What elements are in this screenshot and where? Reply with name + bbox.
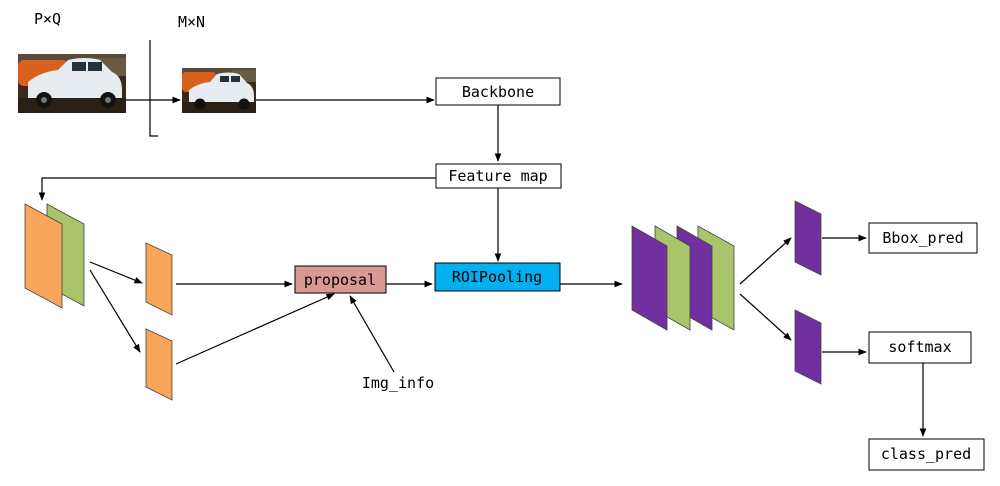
proposal-label: proposal: [304, 271, 376, 289]
softmax-node: softmax: [868, 331, 972, 364]
edge-rpn-to-lower-branch: [89, 269, 141, 353]
edge-rpn-to-upper-branch: [89, 261, 143, 284]
resized-size-label: M×N: [178, 13, 205, 31]
resize-bracket: [149, 40, 158, 137]
rpn-cls-branch-map: [145, 242, 173, 316]
rpn-feature-stack: [24, 203, 85, 309]
bbox-pred-node: Bbox_pred: [868, 222, 978, 254]
bbox-pred-label: Bbox_pred: [882, 229, 963, 247]
pooled-feature-stack: [631, 225, 735, 331]
feature-map-label: Feature map: [448, 167, 547, 185]
original-car-image: [18, 54, 126, 113]
roipooling-label: ROIPooling: [452, 268, 542, 286]
proposal-node: proposal: [294, 265, 387, 294]
edge-pooled-to-cls-head: [739, 293, 792, 341]
backbone-node: Backbone: [435, 77, 561, 106]
feature-map-node: Feature map: [435, 163, 562, 189]
rpn-feature-orange: [24, 203, 63, 309]
class-pred-label: class_pred: [881, 445, 971, 463]
original-size-label: P×Q: [34, 10, 61, 28]
img-info-label: Img_info: [362, 374, 434, 392]
resized-car-image: [182, 68, 256, 113]
edge-pooled-to-bbox-head: [739, 237, 792, 285]
rpn-reg-branch-map: [145, 328, 173, 401]
edge-lower-branch-to-proposal: [175, 293, 335, 365]
roipooling-node: ROIPooling: [434, 262, 561, 292]
softmax-label: softmax: [888, 338, 951, 356]
bbox-head-map: [794, 200, 822, 276]
edge-feature-map-to-rpn: [38, 177, 436, 201]
edge-img-info-to-proposal: [349, 295, 395, 373]
class-pred-node: class_pred: [868, 438, 985, 471]
pooled-feature-1: [631, 225, 668, 331]
cls-head-map: [794, 309, 822, 385]
backbone-label: Backbone: [462, 83, 534, 101]
